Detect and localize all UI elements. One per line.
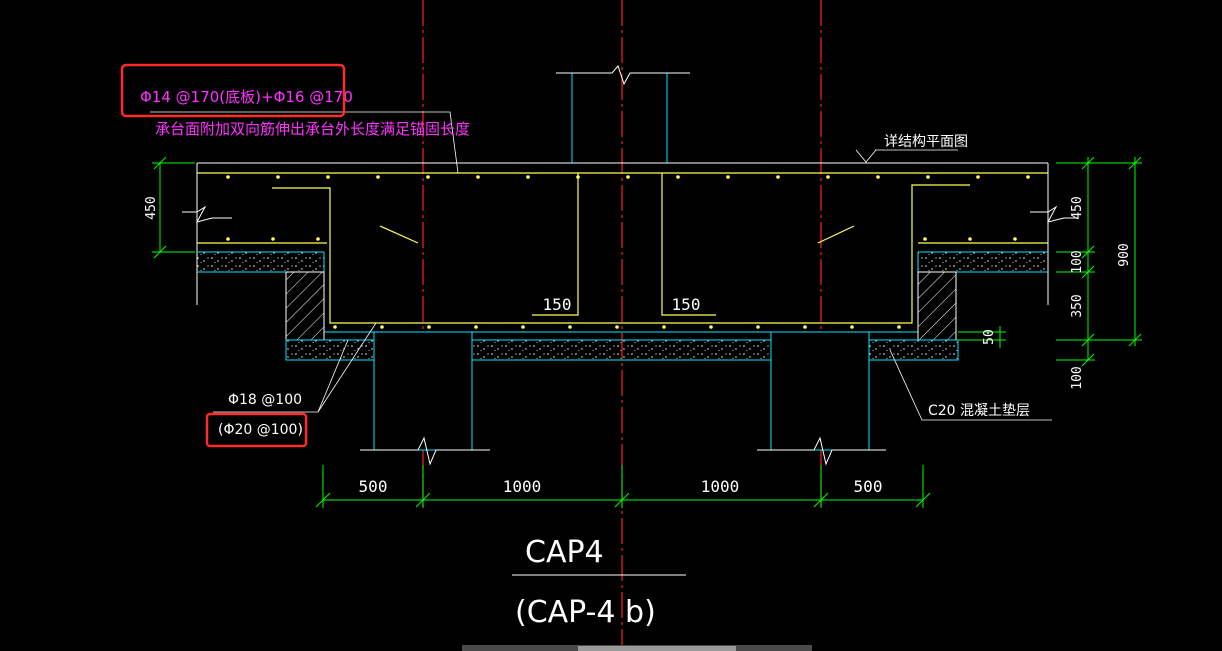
- rebar-dot: [271, 237, 275, 241]
- centerlines: [422, 0, 822, 651]
- rebar-dot: [923, 237, 927, 241]
- rebar-dot: [968, 237, 972, 241]
- pile-right: [770, 331, 870, 451]
- dim-bottom-1000-right: 1000: [701, 477, 740, 496]
- dim-right-cap: 350: [1070, 294, 1085, 317]
- column-bar-right: [661, 173, 716, 316]
- rebar-dot: [427, 325, 431, 329]
- rebar-dot: [976, 175, 980, 179]
- rebar-dot: [226, 175, 230, 179]
- side-walls: [285, 271, 957, 341]
- dim-right-cushion: 100: [1070, 366, 1085, 389]
- brick-wall-left: [285, 271, 325, 341]
- dim-right-thk: 100: [1070, 250, 1085, 273]
- column-bar-left: [532, 173, 579, 316]
- rebar-dot: [474, 325, 478, 329]
- cushion-note: C20 混凝土垫层: [928, 403, 1030, 419]
- slab-outline: [182, 162, 1078, 305]
- drawing-title: CAP4: [525, 535, 604, 570]
- rebar-dot: [326, 175, 330, 179]
- dim-bottom-500-right: 500: [854, 477, 883, 496]
- dim-right-slab: 450: [1070, 196, 1085, 219]
- rebar-dot: [850, 325, 854, 329]
- highlight-bottom-rebar: [205, 412, 308, 448]
- rebar-dot: [316, 237, 320, 241]
- rebar-dot: [726, 175, 730, 179]
- highlight-top-rebar: [120, 63, 346, 118]
- slab-cushion-right: [918, 252, 1048, 272]
- rebar-dot: [615, 325, 619, 329]
- slab-cushion-left: [197, 252, 324, 272]
- rebar-dot: [380, 325, 384, 329]
- hook-left: [272, 187, 331, 243]
- bottom-rebar-alt-label: (Φ20 @100): [218, 422, 303, 438]
- rebar-dot: [333, 325, 337, 329]
- highlight-boxes: [120, 63, 346, 448]
- rebar-dot: [897, 325, 901, 329]
- rebar-dot: [226, 237, 230, 241]
- rebar-dot: [803, 325, 807, 329]
- drawing-subtitle: (CAP-4 b): [515, 595, 656, 630]
- bottom-rebar-label: Φ18 @100: [228, 392, 302, 408]
- rebar-dot: [376, 175, 380, 179]
- rebar-dots: [226, 175, 1030, 329]
- piles: [373, 331, 870, 451]
- rebar-dot: [476, 175, 480, 179]
- rebar-dot: [776, 175, 780, 179]
- rebar-dot: [926, 175, 930, 179]
- dim-bottom-500-left: 500: [359, 477, 388, 496]
- rebar-dot: [521, 325, 525, 329]
- col-offset-right: 150: [672, 295, 701, 314]
- rebar-dot: [826, 175, 830, 179]
- cap-bottom-rebar: [329, 243, 913, 324]
- rebar-dot: [426, 175, 430, 179]
- rebar-dot: [1013, 237, 1017, 241]
- column-break: [556, 65, 690, 164]
- rebar-dot: [662, 325, 666, 329]
- pile-breaks: [360, 436, 886, 466]
- dim-bottom-1000-left: 1000: [503, 477, 542, 496]
- plan-ref-label: 详结构平面图: [884, 134, 968, 150]
- rebar-dot: [568, 325, 572, 329]
- dim-left-height: 450: [144, 196, 159, 219]
- rebar-dot: [626, 175, 630, 179]
- rebar-dot: [526, 175, 530, 179]
- rebars: [197, 172, 1048, 324]
- top-rebar-label: Φ14 @170(底板)+Φ16 @170: [140, 88, 353, 106]
- anchor-note: 承台面附加双向筋伸出承台外长度满足锚固长度: [155, 120, 470, 138]
- leaders: [150, 111, 1052, 421]
- rebar-dot: [876, 175, 880, 179]
- rebar-dot: [756, 325, 760, 329]
- pile-left: [373, 331, 473, 451]
- col-offset-left: 150: [543, 295, 572, 314]
- rebar-dot: [276, 175, 280, 179]
- rebar-dot: [576, 175, 580, 179]
- column: [571, 73, 668, 163]
- rebar-dot: [676, 175, 680, 179]
- scrollbar-thumb[interactable]: [578, 646, 736, 651]
- rebar-dot: [1026, 175, 1030, 179]
- dim-right-total: 900: [1117, 243, 1132, 266]
- dimension-lines: [152, 156, 1142, 508]
- brick-wall-right: [917, 271, 957, 341]
- dim-right-small: 50: [982, 329, 997, 345]
- rebar-dot: [709, 325, 713, 329]
- hook-right: [911, 184, 970, 243]
